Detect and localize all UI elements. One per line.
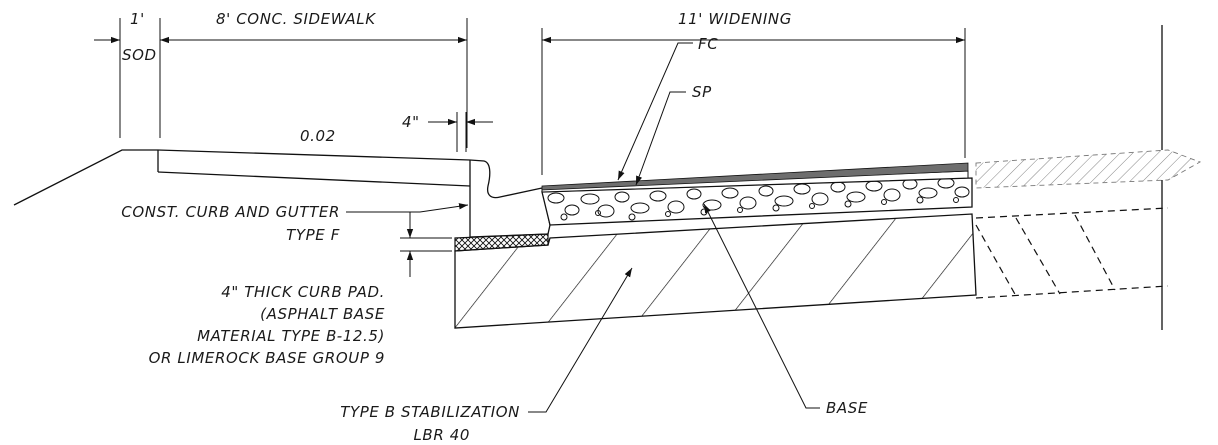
stabilization-lbr-label: LBR 40 <box>413 426 470 444</box>
curb-pad-label-1: 4" THICK CURB PAD. <box>221 283 385 301</box>
sidewalk-section <box>13 149 471 206</box>
slope-label: 0.02 <box>300 127 336 145</box>
dimension-lines <box>94 18 966 277</box>
sidewalk-dimension-label: 8' CONC. SIDEWALK <box>216 10 376 28</box>
existing-pavement <box>975 25 1202 330</box>
curb-pad-label-4: OR LIMEROCK BASE GROUP 9 <box>149 349 385 367</box>
sp-label: SP <box>692 83 712 101</box>
sod-label: SOD <box>122 46 157 64</box>
leader-lines <box>346 42 820 413</box>
base-label: BASE <box>826 399 868 417</box>
stabilization-label: TYPE B STABILIZATION <box>340 403 520 421</box>
curb-pad-label-3: MATERIAL TYPE B-12.5) <box>197 327 385 345</box>
fc-label: FC <box>698 35 718 53</box>
friction-course-layer <box>541 162 969 191</box>
curb-and-gutter <box>469 159 551 238</box>
curb-offset-label: 4" <box>402 113 420 131</box>
stabilization-layer <box>454 213 977 329</box>
curb-gutter-label: CONST. CURB AND GUTTER <box>121 203 340 221</box>
curb-pad-label-2: (ASPHALT BASE <box>260 305 385 323</box>
sod-width-label: 1' <box>130 10 145 28</box>
widening-dimension-label: 11' WIDENING <box>678 10 792 28</box>
curb-gutter-type-label: TYPE F <box>286 226 340 244</box>
